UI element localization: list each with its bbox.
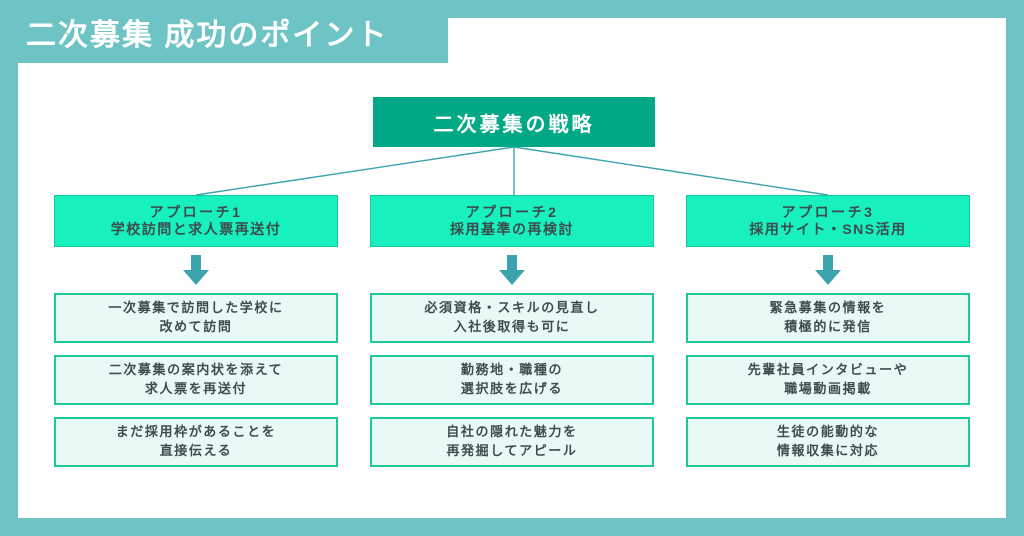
arrow-wrap-2 <box>370 247 654 293</box>
detail-card[interactable]: 一次募集で訪問した学校に 改めて訪問 <box>54 293 338 343</box>
approach-header-1-line1: アプローチ1 <box>149 203 243 220</box>
card-line1: 生徒の能動的な <box>776 424 880 440</box>
card-line2: 選択肢を広げる <box>460 381 564 396</box>
card-line2: 職場動画掲載 <box>784 381 872 396</box>
approach-column-2: アプローチ2 採用基準の再検討 必須資格・スキルの見直し 入社後取得も可に 勤務… <box>370 195 654 479</box>
approach-header-1-line2: 学校訪問と求人票再送付 <box>110 221 282 237</box>
detail-card[interactable]: 勤務地・職種の 選択肢を広げる <box>370 355 654 405</box>
card-line1: 勤務地・職種の <box>460 362 564 378</box>
approach-header-3[interactable]: アプローチ3 採用サイト・SNS活用 <box>686 195 970 247</box>
approach-columns: アプローチ1 学校訪問と求人票再送付 一次募集で訪問した学校に 改めて訪問 二次… <box>54 195 970 479</box>
card-line2: 積極的に発信 <box>784 319 872 334</box>
approach-column-3: アプローチ3 採用サイト・SNS活用 緊急募集の情報を 積極的に発信 先輩社員イ… <box>686 195 970 479</box>
arrow-wrap-3 <box>686 247 970 293</box>
approach-header-2[interactable]: アプローチ2 採用基準の再検討 <box>370 195 654 247</box>
down-arrow-icon <box>499 255 525 285</box>
card-line1: 一次募集で訪問した学校に <box>108 300 284 316</box>
card-line2: 再発掘してアピール <box>446 443 578 458</box>
card-line2: 直接伝える <box>159 443 233 458</box>
card-line2: 情報収集に対応 <box>776 443 880 458</box>
approach-header-3-line2: 採用サイト・SNS活用 <box>749 221 907 237</box>
down-arrow-icon <box>815 255 841 285</box>
card-line1: 自社の隠れた魅力を <box>446 424 578 440</box>
card-line1: 緊急募集の情報を <box>769 300 887 316</box>
card-line2: 改めて訪問 <box>159 319 233 334</box>
card-line1: 必須資格・スキルの見直し <box>424 300 600 316</box>
detail-card[interactable]: 先輩社員インタビューや 職場動画掲載 <box>686 355 970 405</box>
approach-header-3-line1: アプローチ3 <box>781 203 875 220</box>
approach-header-2-line1: アプローチ2 <box>465 203 559 220</box>
card-line1: 二次募集の案内状を添えて <box>108 362 284 378</box>
detail-card[interactable]: まだ採用枠があることを 直接伝える <box>54 417 338 467</box>
detail-card[interactable]: 生徒の能動的な 情報収集に対応 <box>686 417 970 467</box>
approach-header-2-line2: 採用基準の再検討 <box>450 221 574 237</box>
title-banner: 二次募集 成功のポイント <box>0 0 448 63</box>
strategy-title: 二次募集の戦略 <box>433 113 595 136</box>
approach-column-1: アプローチ1 学校訪問と求人票再送付 一次募集で訪問した学校に 改めて訪問 二次… <box>54 195 338 479</box>
approach-header-1[interactable]: アプローチ1 学校訪問と求人票再送付 <box>54 195 338 247</box>
page-title: 二次募集 成功のポイント <box>26 18 389 52</box>
strategy-header-box: 二次募集の戦略 <box>373 97 655 147</box>
card-line2: 入社後取得も可に <box>453 319 571 334</box>
arrow-wrap-1 <box>54 247 338 293</box>
detail-card[interactable]: 自社の隠れた魅力を 再発掘してアピール <box>370 417 654 467</box>
card-line1: 先輩社員インタビューや <box>747 362 909 378</box>
card-line1: まだ採用枠があることを <box>115 424 277 440</box>
detail-card[interactable]: 必須資格・スキルの見直し 入社後取得も可に <box>370 293 654 343</box>
down-arrow-icon <box>183 255 209 285</box>
card-line2: 求人票を再送付 <box>144 381 248 396</box>
detail-card[interactable]: 二次募集の案内状を添えて 求人票を再送付 <box>54 355 338 405</box>
detail-card[interactable]: 緊急募集の情報を 積極的に発信 <box>686 293 970 343</box>
